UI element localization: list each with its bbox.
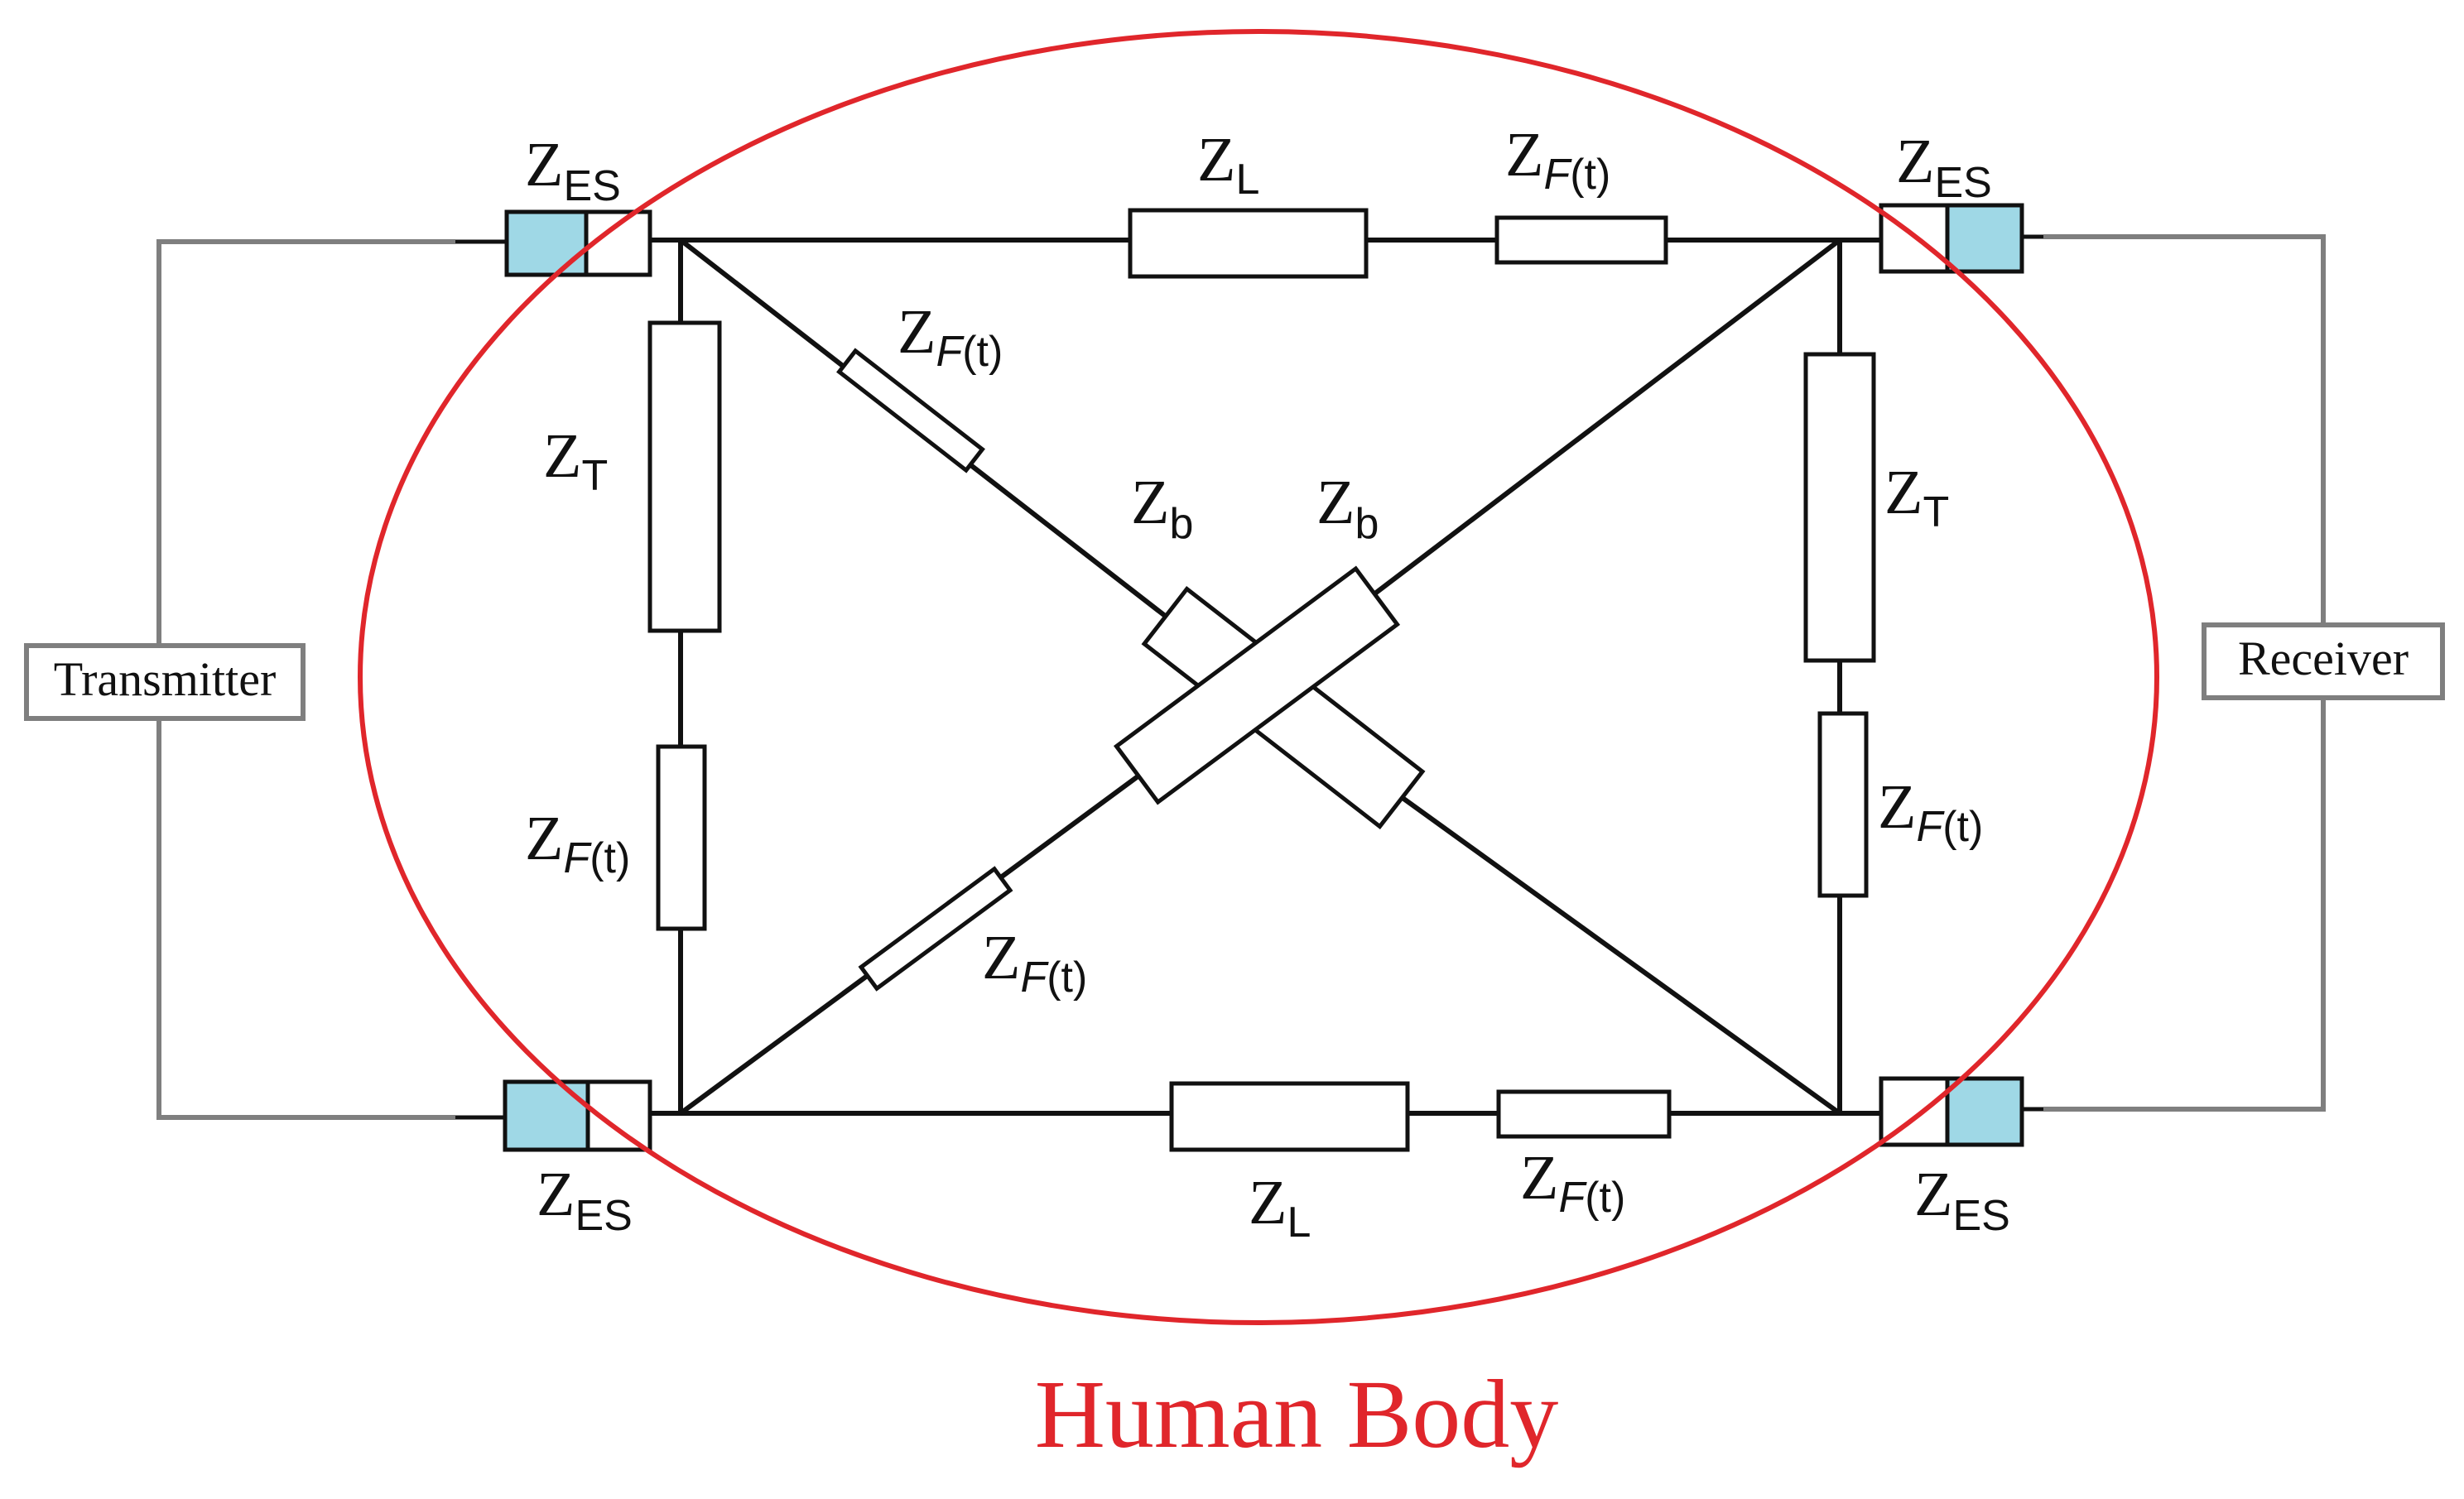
label-zf-top: ZF(t): [1505, 120, 1610, 199]
electrode-pad: [1945, 203, 2024, 274]
electrode-pad: [503, 1079, 590, 1152]
label-zes-top-right: ZES: [1896, 127, 1992, 207]
label-zb-left: Zb: [1131, 468, 1193, 548]
resistor-zf-top: [1494, 215, 1668, 265]
transmitter-box: Transmitter: [24, 643, 306, 721]
label-zb-right: Zb: [1316, 468, 1379, 548]
resistor-zf-bottom: [1496, 1089, 1672, 1139]
transmitter-leads: [156, 239, 455, 1120]
electrode-pad: [504, 209, 589, 277]
label-zf-diag-upper: ZF(t): [898, 297, 1003, 376]
label-zes-bottom-right: ZES: [1914, 1160, 2010, 1240]
human-body-label: Human Body: [1035, 1360, 1559, 1468]
resistor-zf-diag-upper: [836, 348, 985, 473]
transmitter-label: Transmitter: [54, 652, 277, 706]
label-zf-diag-lower: ZF(t): [982, 923, 1087, 1002]
human-body-outline: [358, 29, 2159, 1325]
label-zes-top-left: ZES: [525, 130, 621, 210]
electrode-top-right: [1840, 203, 2043, 274]
resistor-zt-right: [1803, 352, 1876, 663]
label-zf-right: ZF(t): [1878, 772, 1983, 851]
electrode-top-left: [455, 209, 681, 277]
receiver-label: Receiver: [2238, 632, 2409, 685]
resistor-zt-left: [647, 320, 722, 633]
resistor-zf-left: [656, 744, 707, 931]
label-zf-bottom: ZF(t): [1520, 1143, 1625, 1222]
resistor-zf-right: [1817, 711, 1869, 898]
receiver-box: Receiver: [2202, 622, 2445, 700]
label-zl-top: ZL: [1197, 125, 1259, 204]
label-zt-left: ZT: [543, 421, 608, 500]
electrode-pad: [1945, 1076, 2024, 1147]
label-zt-right: ZT: [1884, 458, 1949, 536]
receiver-leads: [2043, 234, 2326, 1112]
label-zl-bottom: ZL: [1249, 1168, 1311, 1247]
resistor-zl-top: [1128, 208, 1369, 279]
label-zes-bottom-left: ZES: [537, 1160, 633, 1240]
resistor-zl-bottom: [1169, 1081, 1410, 1152]
resistor-zf-diag-lower: [858, 866, 1013, 992]
label-zf-left: ZF(t): [525, 804, 630, 882]
resistor-zb-bl-tr: [1113, 565, 1401, 805]
electrode-bottom-right: [1840, 1076, 2043, 1147]
